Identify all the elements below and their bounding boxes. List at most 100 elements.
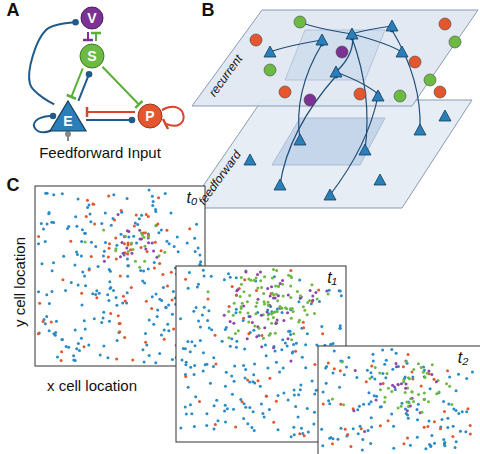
cell-dot: [423, 398, 426, 401]
cell-dot: [254, 305, 257, 308]
cell-dot: [198, 254, 201, 257]
cell-dot: [420, 366, 423, 369]
cell-dot: [272, 421, 275, 424]
cell-dot: [92, 203, 95, 206]
cell-dot: [381, 348, 384, 351]
cell-dot: [134, 222, 137, 225]
cell-dot: [275, 400, 278, 403]
cell-dot: [121, 302, 124, 305]
excitatory-cell: E: [49, 100, 87, 132]
cell-dot: [266, 311, 269, 314]
cell-dot: [86, 199, 89, 202]
cell-dot: [299, 388, 302, 391]
cell-dot: [422, 371, 425, 374]
cell-dot: [102, 344, 105, 347]
cell-dot: [455, 440, 458, 443]
cell-dot: [290, 435, 293, 438]
cell-dot: [311, 299, 314, 302]
cell-dot: [94, 293, 97, 296]
cell-dot: [240, 276, 243, 279]
cell-triangle: [374, 174, 386, 185]
cell-dot: [73, 264, 76, 267]
cell-dot: [145, 213, 148, 216]
cell-dot: [151, 295, 154, 298]
synapse-dot: [50, 113, 56, 119]
cell-dot: [179, 427, 182, 430]
cell-dot: [109, 286, 112, 289]
cell-dot: [126, 229, 129, 232]
cell-dot: [445, 382, 448, 385]
cell-dot: [119, 322, 122, 325]
cell-dot: [345, 365, 348, 368]
cell-dot: [333, 350, 336, 353]
cell-dot: [95, 289, 98, 292]
cell-dot: [282, 366, 285, 369]
cell-dot: [427, 400, 430, 403]
cell-dot: [107, 194, 110, 197]
cell-dot: [431, 363, 434, 366]
cell-dot: [37, 332, 40, 335]
cell-dot: [286, 344, 289, 347]
cell-dot: [202, 351, 205, 354]
connector-line: [86, 119, 132, 121]
cell-dot: [184, 363, 187, 366]
cell-dot: [274, 310, 277, 313]
cell-dot: [396, 383, 399, 386]
cell-dot: [284, 342, 287, 345]
cell-dot: [169, 212, 172, 215]
cell-dot: [134, 260, 137, 263]
cell-triangle: [372, 90, 384, 101]
cell-dot: [117, 314, 120, 317]
cell-dot: [213, 404, 216, 407]
cell-dot: [120, 233, 123, 236]
cell-dot: [265, 394, 268, 397]
cell-dot: [286, 311, 289, 314]
cell-dot: [167, 329, 170, 332]
cell-dot: [124, 235, 127, 238]
cell-dot: [54, 331, 57, 334]
cell-dot: [316, 297, 319, 300]
cell-dot: [246, 422, 249, 425]
cell-dot: [386, 372, 389, 375]
synapse-connector: [29, 19, 79, 104]
cell-dot: [144, 332, 147, 335]
cell-dot: [409, 444, 412, 447]
cell-dot: [260, 334, 263, 337]
cell-dot: [289, 359, 292, 362]
cell-dot: [276, 299, 279, 302]
cell-dot: [126, 291, 129, 294]
cell-dot: [281, 283, 284, 286]
cell-dot: [469, 424, 472, 427]
cell-dot: [360, 427, 363, 430]
cell-dot: [365, 380, 368, 383]
cell-dot: [341, 360, 344, 363]
cell-dot: [327, 399, 330, 402]
cell-dot: [270, 322, 273, 325]
cell-dot: [402, 378, 405, 381]
cell-dot: [172, 290, 175, 293]
cell-dot: [162, 286, 165, 289]
cell-dot: [465, 410, 468, 413]
cell-dot: [203, 274, 206, 277]
cell-dot: [157, 231, 160, 234]
cell-dot: [446, 426, 449, 429]
cell-dot: [313, 411, 316, 414]
cell-dot: [443, 441, 446, 444]
cell-dot: [163, 328, 166, 331]
cell-dot: [379, 388, 382, 391]
input-label: Feedforward Input: [39, 145, 161, 162]
cell-dot: [199, 325, 202, 328]
cell-dot: [109, 270, 112, 273]
cell-dot: [298, 278, 301, 281]
cell-dot: [236, 288, 239, 291]
cell-dot: [405, 400, 408, 403]
cell-dot: [278, 305, 281, 308]
cell-dot: [331, 437, 334, 440]
cell-dot: [40, 222, 43, 225]
cell-dot: [153, 261, 156, 264]
cell-dot: [124, 299, 127, 302]
cell-dot: [108, 247, 111, 250]
cell-dot: [421, 411, 424, 414]
cell-dot: [448, 385, 451, 388]
cell-dot: [308, 299, 311, 302]
